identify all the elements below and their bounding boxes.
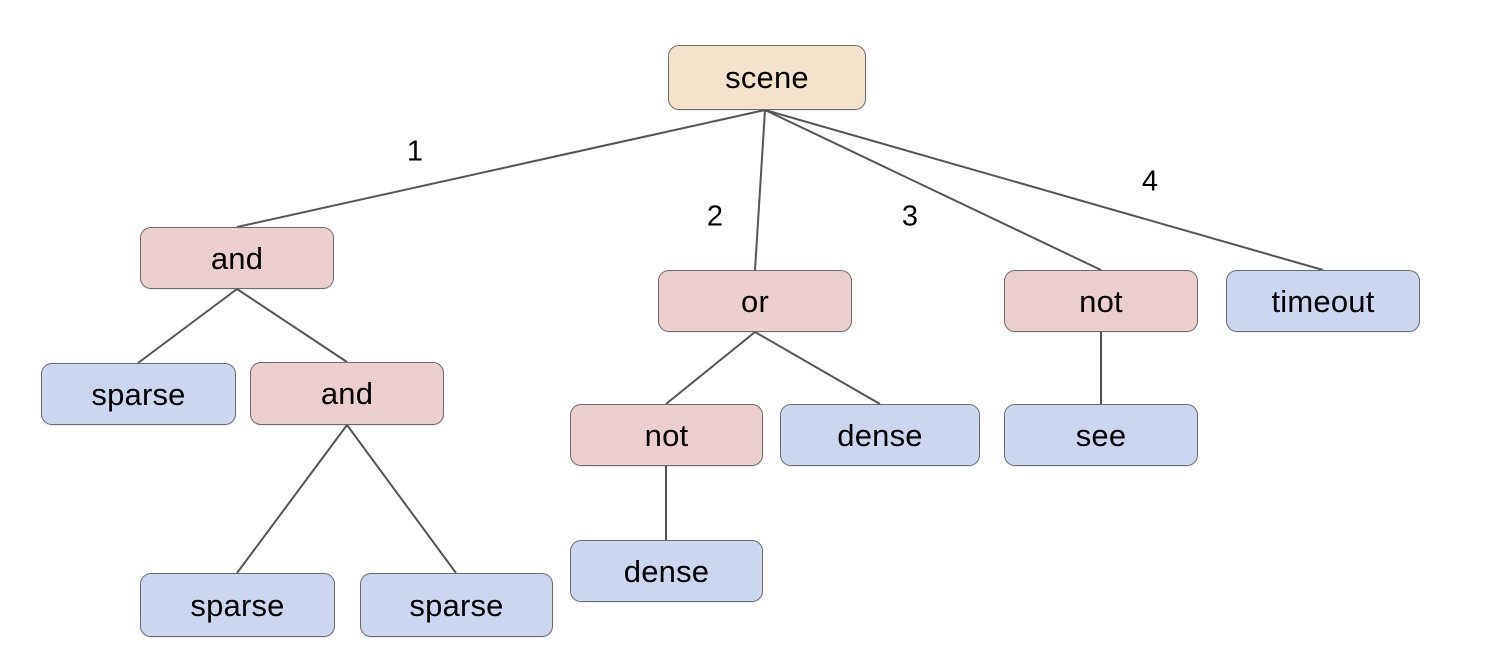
tree-node-label: not — [644, 417, 689, 453]
tree-node-dense1[interactable]: dense — [780, 404, 980, 466]
edge-label: 2 — [706, 200, 724, 233]
tree-node-sparse2[interactable]: sparse — [140, 573, 335, 637]
tree-node-label: see — [1075, 417, 1127, 453]
tree-node-not1[interactable]: not — [570, 404, 763, 466]
tree-node-see[interactable]: see — [1004, 404, 1198, 466]
tree-edge — [665, 331, 756, 405]
tree-node-and2[interactable]: and — [250, 362, 444, 425]
tree-edge — [754, 331, 881, 405]
tree-edge — [754, 109, 766, 271]
edge-label: 4 — [1141, 165, 1159, 198]
tree-node-not2[interactable]: not — [1004, 270, 1198, 332]
tree-node-label: sparse — [409, 587, 504, 623]
tree-node-label: or — [741, 283, 769, 319]
tree-node-label: not — [1079, 283, 1123, 319]
tree-node-label: dense — [623, 553, 710, 589]
tree-node-sparse3[interactable]: sparse — [360, 573, 553, 637]
tree-node-label: sparse — [190, 587, 285, 623]
edge-label: 1 — [406, 135, 424, 168]
tree-edge — [236, 288, 348, 363]
tree-node-label: scene — [725, 60, 809, 95]
tree-node-timeout[interactable]: timeout — [1226, 270, 1420, 332]
tree-edge — [346, 424, 457, 574]
tree-edge — [236, 424, 348, 574]
tree-edge — [236, 109, 766, 228]
tree-node-scene[interactable]: scene — [668, 45, 866, 110]
tree-edge — [764, 109, 1102, 271]
edge-label: 3 — [901, 200, 919, 233]
tree-node-label: sparse — [91, 376, 186, 412]
tree-node-label: timeout — [1271, 283, 1375, 319]
tree-node-and1[interactable]: and — [140, 227, 334, 289]
tree-node-label: and — [210, 240, 264, 276]
tree-node-dense2[interactable]: dense — [570, 540, 763, 602]
tree-edge — [764, 109, 1324, 271]
tree-node-label: dense — [837, 417, 923, 453]
tree-node-or1[interactable]: or — [658, 270, 852, 332]
tree-edge — [137, 288, 238, 364]
tree-node-sparse1[interactable]: sparse — [41, 363, 236, 425]
tree-node-label: and — [320, 376, 374, 411]
